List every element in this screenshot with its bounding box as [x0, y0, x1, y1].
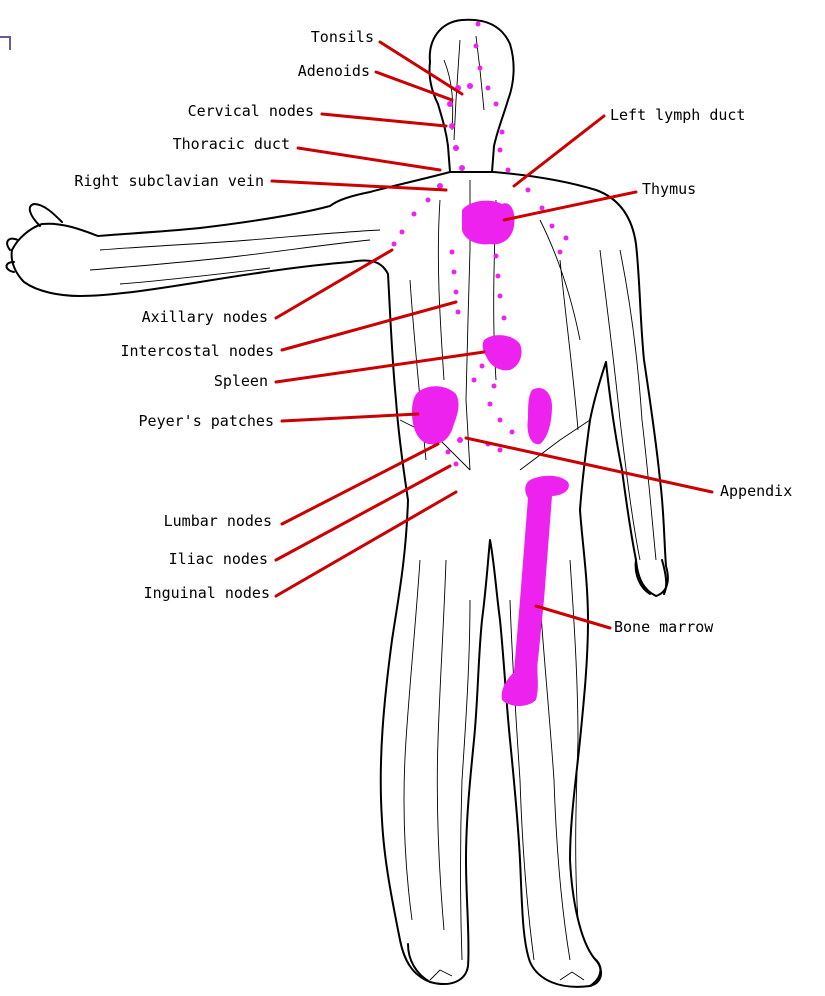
colon-shape [528, 388, 553, 444]
label-appendix: Appendix [720, 482, 792, 500]
label-cervical: Cervical nodes [188, 102, 314, 120]
hand-fingers [7, 204, 63, 272]
leader-subclavian [272, 181, 446, 190]
label-peyers: Peyer's patches [139, 412, 274, 430]
leader-spleen [276, 352, 484, 382]
label-tonsils: Tonsils [311, 28, 374, 46]
label-marrow: Bone marrow [614, 618, 714, 636]
feet [408, 944, 600, 986]
leader-appendix [466, 438, 712, 492]
label-lumbar: Lumbar nodes [164, 512, 272, 530]
label-thymus: Thymus [642, 180, 696, 198]
leader-intercostal [282, 302, 456, 350]
leader-adenoids [376, 72, 452, 100]
label-leftduct: Left lymph duct [610, 106, 745, 124]
label-iliac: Iliac nodes [169, 550, 268, 568]
label-spleen: Spleen [214, 372, 268, 390]
peyers-patches-shape [412, 386, 459, 444]
leader-leftduct [514, 116, 604, 186]
leader-cervical [322, 114, 446, 126]
body-silhouette [12, 172, 668, 987]
spleen-shape [483, 335, 522, 370]
label-inguinal: Inguinal nodes [144, 584, 270, 602]
label-intercostal: Intercostal nodes [120, 342, 274, 360]
label-subclavian: Right subclavian vein [74, 172, 264, 190]
leader-thymus [504, 192, 636, 220]
lower-node-dots [446, 437, 503, 467]
thymus-shape [462, 201, 515, 245]
label-thoracic: Thoracic duct [173, 135, 290, 153]
labels: Tonsils Adenoids Cervical nodes Thoracic… [74, 28, 792, 636]
leader-tonsils [380, 42, 462, 94]
label-adenoids: Adenoids [298, 62, 370, 80]
label-axillary: Axillary nodes [142, 308, 268, 326]
leader-thoracic [298, 148, 440, 170]
bone-marrow-shape [502, 476, 569, 706]
leader-axillary [276, 250, 392, 318]
leader-lines [272, 42, 712, 628]
body-outline [7, 20, 668, 987]
